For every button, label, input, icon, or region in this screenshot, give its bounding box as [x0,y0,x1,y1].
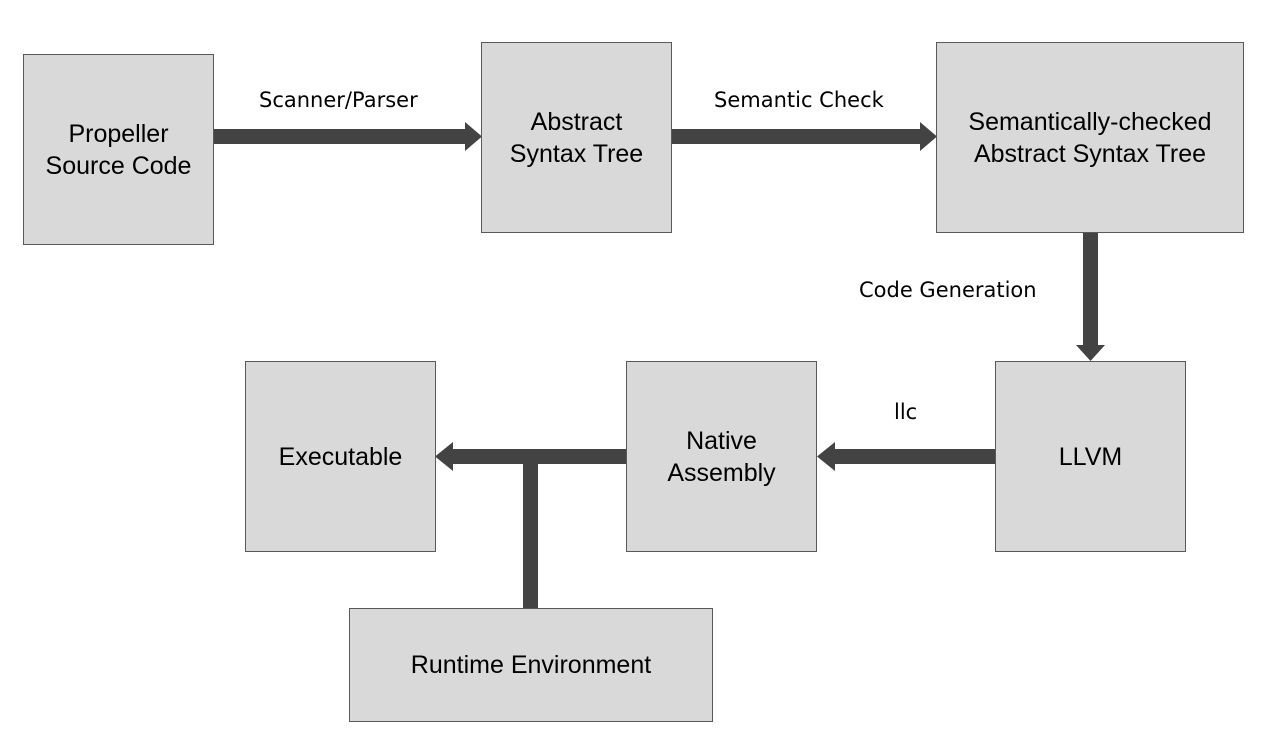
arrow-to-executable-shaft [448,449,632,464]
propeller-source-code-label: Propeller Source Code [45,119,192,180]
code-generation-label: Code Generation [859,278,1037,302]
runtime-connector-line [523,456,538,609]
arrow-llc-shaft [831,449,996,464]
native-assembly-node: Native Assembly [626,361,817,552]
runtime-environment-label: Runtime Environment [410,651,652,679]
arrow-llc-head [817,442,835,471]
native-assembly-label: Native Assembly [667,426,776,487]
propeller-source-code-node: Propeller Source Code [23,54,214,245]
runtime-environment-node: Runtime Environment [349,608,713,722]
arrow-code-generation-head [1076,345,1105,361]
llvm-label: LLVM [1058,442,1123,471]
abstract-syntax-tree-label: Abstract Syntax Tree [509,107,644,168]
executable-label: Executable [278,442,403,471]
arrow-scanner-parser-shaft [213,129,469,144]
llc-label: llc [894,400,918,424]
semantic-check-label: Semantic Check [714,88,884,112]
arrow-to-executable-head [435,442,453,471]
scanner-parser-label: Scanner/Parser [259,88,418,112]
executable-node: Executable [245,361,436,552]
arrow-semantic-check-head [920,122,937,151]
semantically-checked-ast-node: Semantically-checked Abstract Syntax Tre… [936,42,1244,233]
arrow-scanner-parser-head [465,122,482,151]
abstract-syntax-tree-node: Abstract Syntax Tree [481,42,672,233]
arrow-code-generation-shaft [1083,232,1098,349]
semantically-checked-ast-label: Semantically-checked Abstract Syntax Tre… [968,107,1212,168]
arrow-semantic-check-shaft [670,129,924,144]
llvm-node: LLVM [995,361,1186,552]
